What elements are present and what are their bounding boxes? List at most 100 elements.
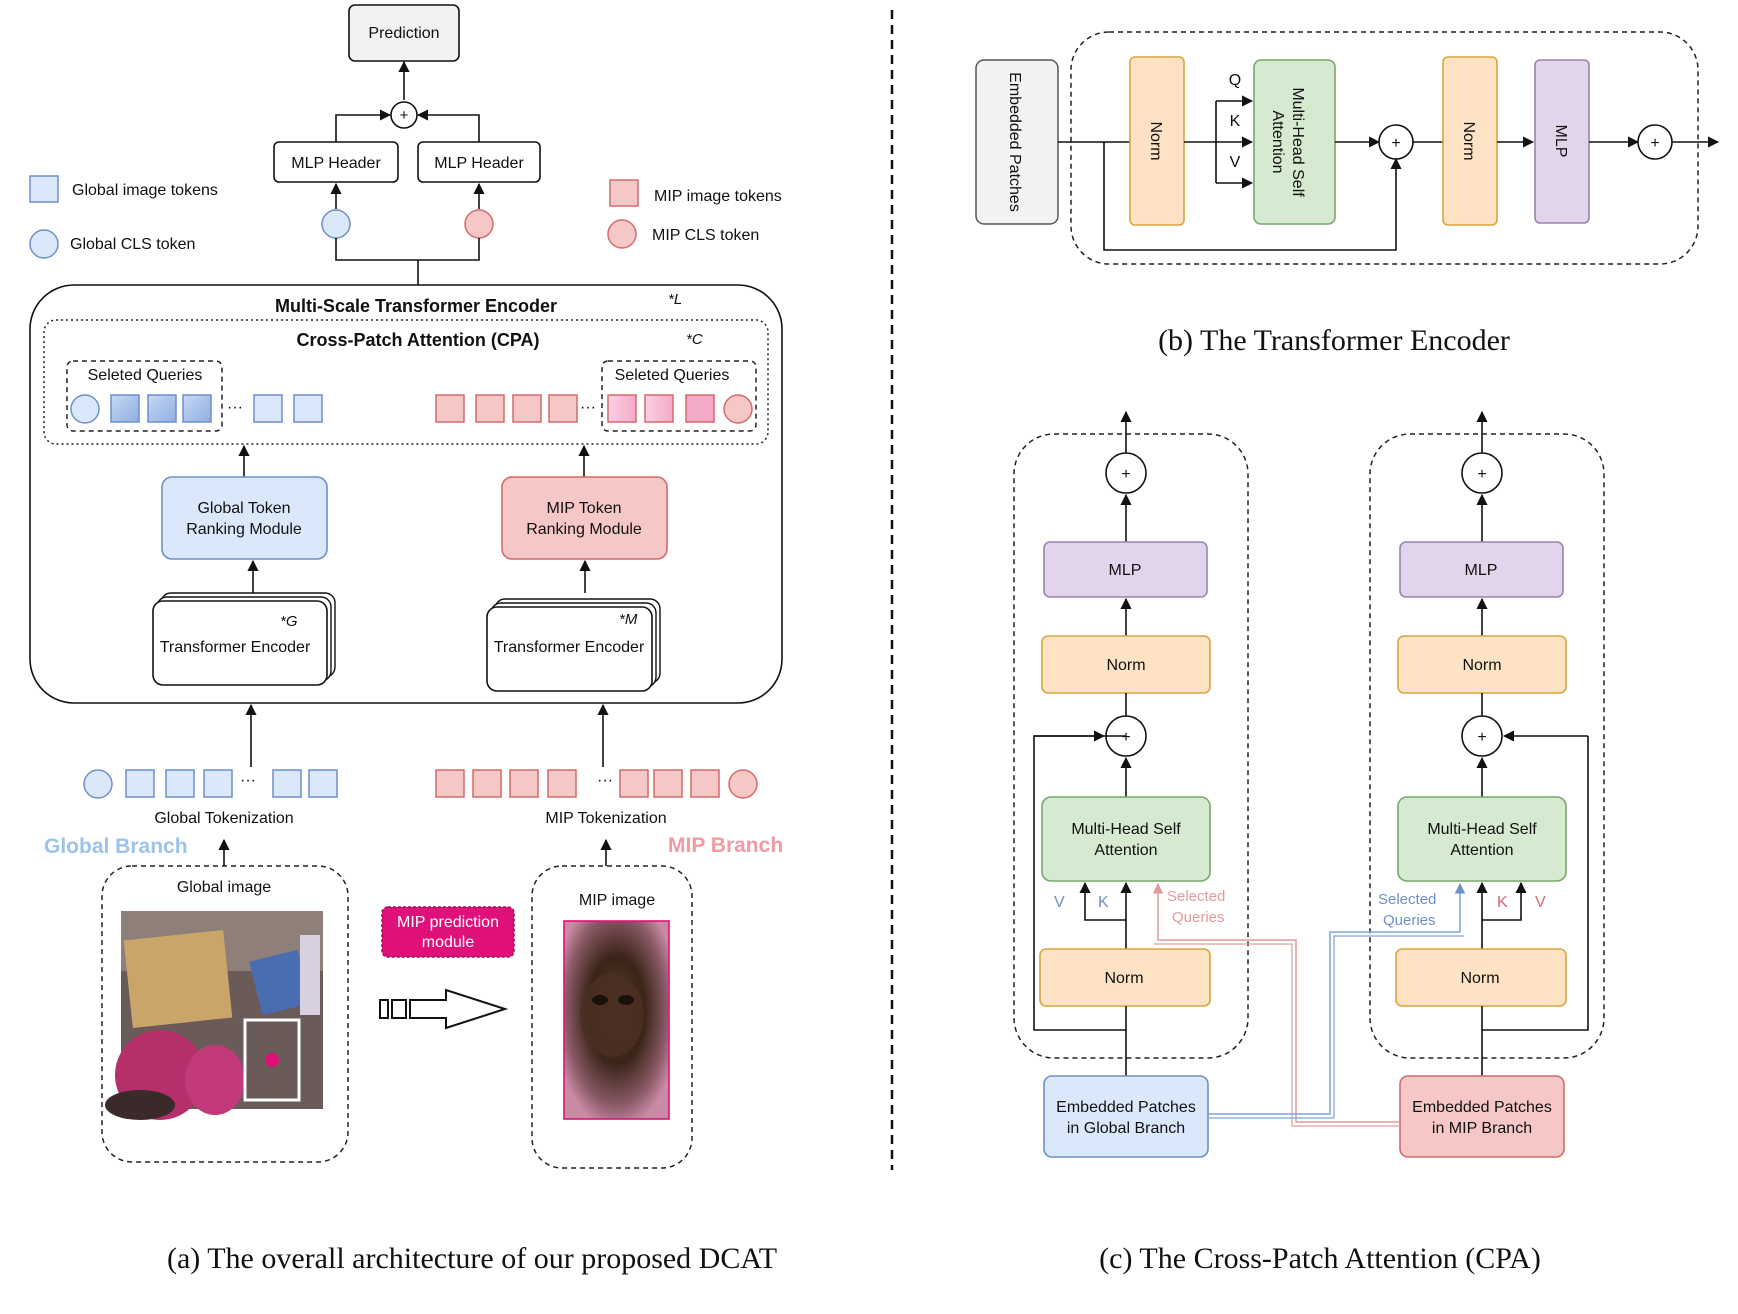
embedded-global-line1: Embedded Patches <box>1056 1099 1196 1116</box>
mip-token <box>547 769 577 798</box>
residual-add-c-right-top <box>1461 452 1503 494</box>
embedded-mip-line1: Embedded Patches <box>1412 1099 1552 1116</box>
norm-c-left-top-label: Norm <box>1106 657 1145 674</box>
mip-module-line1: MIP prediction <box>397 914 499 931</box>
transformer-encoder-mip-mult: *M <box>619 611 638 628</box>
cpa-left-ellipsis: ··· <box>227 399 243 416</box>
mlp-c-left <box>1043 541 1208 598</box>
norm2-b <box>1442 56 1498 226</box>
plus-c1: + <box>1121 466 1130 483</box>
plus-c2: + <box>1121 729 1130 746</box>
cpa-box <box>43 319 769 445</box>
caption-b: (b) The Transformer Encoder <box>1158 324 1510 357</box>
selected-c-left-line1: Selected <box>1167 888 1225 905</box>
mip-branch-label: MIP Branch <box>668 834 783 857</box>
legend-global-cls: Global CLS token <box>70 236 195 253</box>
mhsa-c-right-line1: Multi-Head Self <box>1427 821 1537 838</box>
v-label-c-left: V <box>1054 894 1065 911</box>
legend-global-token-swatch <box>29 175 59 203</box>
mlp-c-left-label: MLP <box>1109 562 1142 579</box>
residual-add-c-left-top <box>1105 452 1147 494</box>
mhsa-c-left <box>1041 796 1211 882</box>
caption-a: (a) The overall architecture of our prop… <box>167 1242 777 1275</box>
mip-image-photo <box>563 920 670 1120</box>
global-image-label: Global image <box>177 879 271 896</box>
prediction-label: Prediction <box>368 25 439 42</box>
arrow-right-icon <box>379 988 509 1030</box>
embedded-global-line2: in Global Branch <box>1067 1120 1185 1137</box>
q-label-b: Q <box>1229 72 1241 89</box>
embedded-patches-global <box>1043 1075 1209 1158</box>
global-tokenization-label: Global Tokenization <box>154 810 293 827</box>
selected-c-right-line2: Queries <box>1383 912 1436 929</box>
embedded-mip-line2: in MIP Branch <box>1432 1120 1532 1137</box>
transformer-block-box <box>1070 31 1699 265</box>
caption-c: (c) The Cross-Patch Attention (CPA) <box>1099 1242 1541 1275</box>
cpa-mip-query <box>607 394 637 423</box>
global-image-photo <box>105 911 323 1120</box>
mhsa-b-line1: Multi-Head Self <box>1289 87 1306 197</box>
legend-global-cls-swatch <box>29 229 59 259</box>
mlp-c-right-label: MLP <box>1465 562 1498 579</box>
embedded-patches-b-label: Embedded Patches <box>1006 72 1023 212</box>
mip-token <box>435 769 465 798</box>
selected-queries-left-box <box>66 360 223 432</box>
transformer-encoder-global <box>152 600 328 686</box>
mip-tokenization-label: MIP Tokenization <box>545 810 666 827</box>
global-token <box>125 769 155 798</box>
cpa-title: Cross-Patch Attention (CPA) <box>297 330 540 350</box>
cpa-mip-cls <box>723 394 753 424</box>
k-label-c-left: K <box>1098 894 1109 911</box>
selected-queries-left-label: Seleted Queries <box>88 367 203 384</box>
global-token <box>308 769 338 798</box>
transformer-encoder-mip-label: Transformer Encoder <box>494 639 645 656</box>
selected-queries-right-label: Seleted Queries <box>615 367 730 384</box>
mip-token <box>509 769 539 798</box>
mip-image-box <box>531 865 693 1169</box>
selected-c-left-line2: Queries <box>1172 909 1225 926</box>
cpa-mip-token <box>435 394 465 423</box>
global-cls-output <box>321 209 351 239</box>
k-label-c-right: K <box>1497 894 1508 911</box>
cpa-left-block <box>1013 433 1249 1059</box>
mhsa-c-left-line1: Multi-Head Self <box>1071 821 1181 838</box>
legend-global-tokens: Global image tokens <box>72 182 218 199</box>
mhsa-c-right <box>1397 796 1567 882</box>
norm-c-right-bottom-label: Norm <box>1460 970 1499 987</box>
mip-ranking-line2: Ranking Module <box>526 521 642 538</box>
residual-add-c-right-mid <box>1461 715 1503 757</box>
mip-module-line2: module <box>422 934 475 951</box>
transformer-encoder-global-label: Transformer Encoder <box>160 639 311 656</box>
cpa-multiplier: *C <box>686 331 703 348</box>
plus-c4: + <box>1477 729 1486 746</box>
cpa-global-query <box>147 394 177 423</box>
v-label-c-right: V <box>1535 894 1546 911</box>
cpa-global-query <box>182 394 212 423</box>
panel-c: + MLP Norm + Multi-Head Self Attention V… <box>1013 410 1605 1275</box>
cpa-mip-query <box>685 394 715 423</box>
global-ranking-line1: Global Token <box>197 500 290 517</box>
cpa-right-block <box>1369 433 1605 1059</box>
norm1-b <box>1129 56 1185 226</box>
norm-c-right-bottom <box>1395 948 1567 1007</box>
encoder-title: Multi-Scale Transformer Encoder <box>275 296 557 316</box>
plus-b2: + <box>1650 135 1659 152</box>
mhsa-b-line2: Attention <box>1269 110 1286 173</box>
cpa-global-query <box>110 394 140 423</box>
cross-link-global-to-mip <box>1208 882 1466 1115</box>
legend-mip-cls: MIP CLS token <box>652 227 759 244</box>
mlp-c-right <box>1399 541 1564 598</box>
norm2-b-label: Norm <box>1460 121 1477 160</box>
selected-c-right-line1: Selected <box>1378 891 1436 908</box>
mlp-header-left <box>273 141 399 183</box>
global-cls-token <box>83 769 113 799</box>
v-label-b: V <box>1230 154 1241 171</box>
mip-token <box>619 769 649 798</box>
mip-prediction-module <box>381 906 515 958</box>
cross-link-mip-to-global <box>1152 882 1400 1123</box>
mip-token-ellipsis: ··· <box>597 772 613 789</box>
selected-queries-right-box <box>601 360 757 432</box>
mlp-b-label: MLP <box>1552 125 1569 158</box>
mip-ranking-line1: MIP Token <box>546 500 621 517</box>
global-image-box <box>101 865 349 1163</box>
